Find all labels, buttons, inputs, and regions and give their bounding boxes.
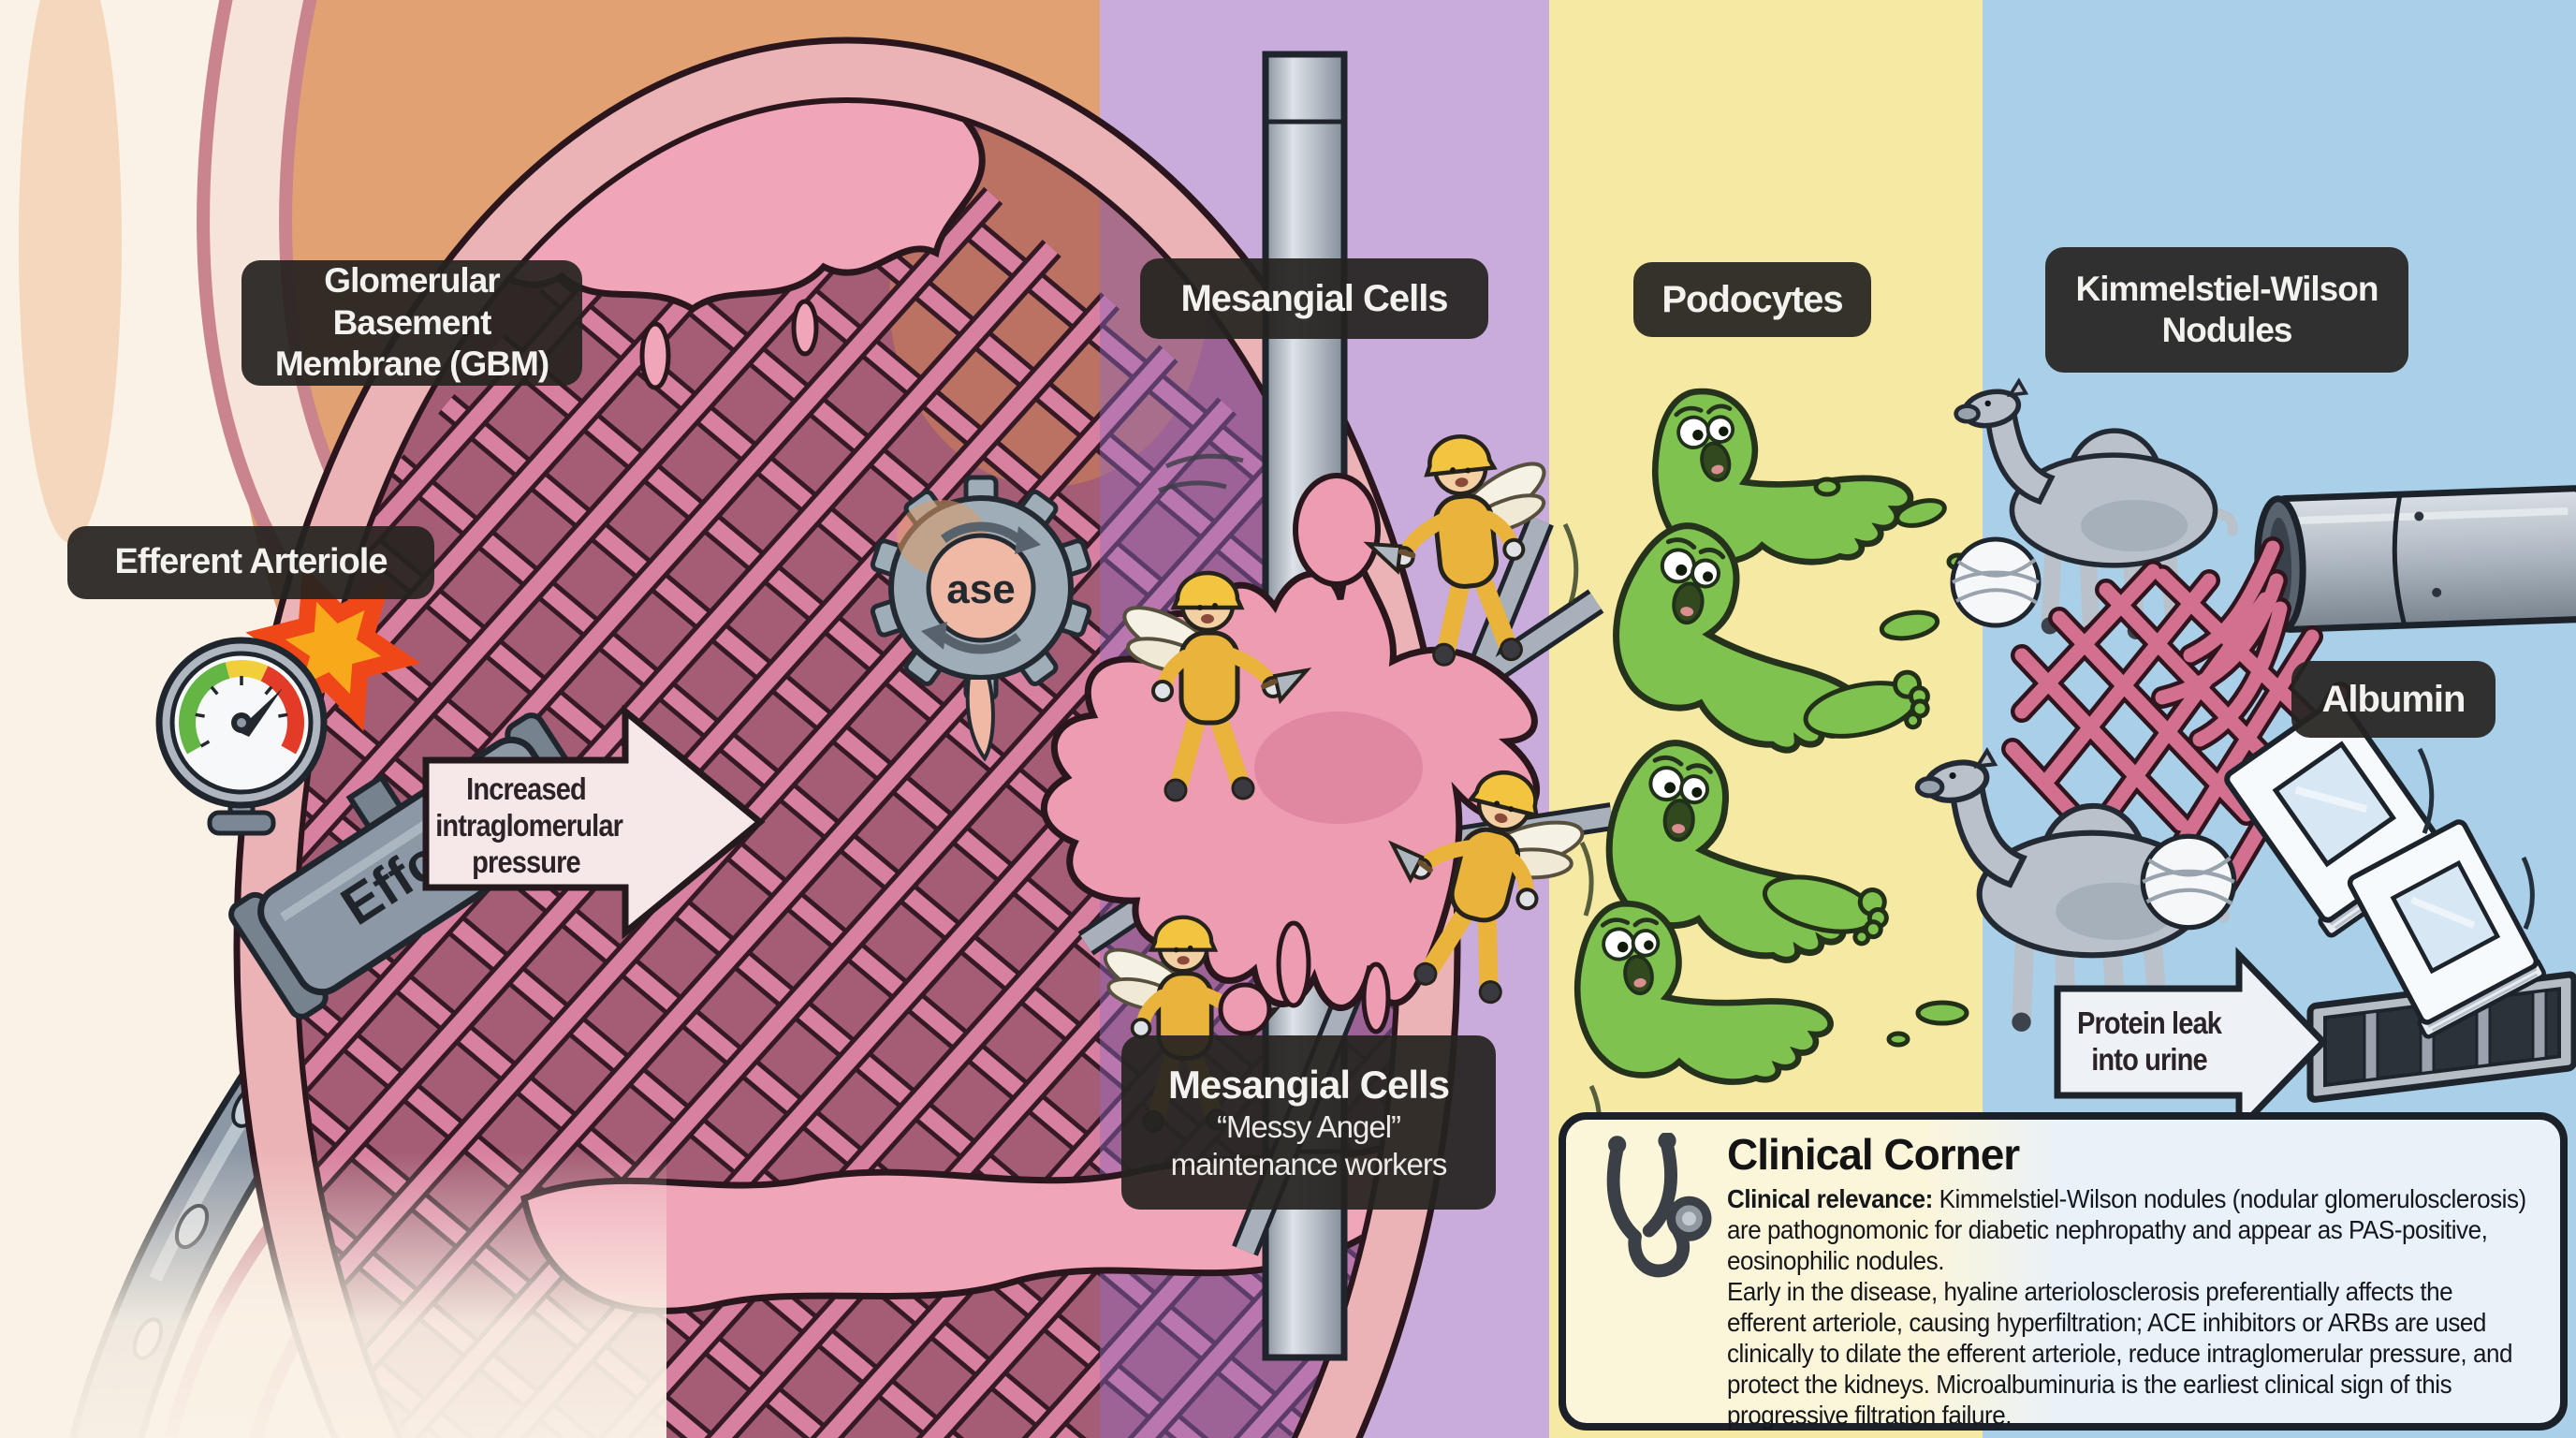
clinical-paragraph-1: Clinical relevance: Kimmelstiel-Wilson n… (1727, 1183, 2528, 1276)
stethoscope-icon (1606, 1133, 1712, 1278)
mesangial-cells-label-bottom: Mesangial Cells “Messy Angel” maintenanc… (1121, 1035, 1496, 1210)
clinical-relevance-text: Kimmelstiel-Wilson nodules (nodular glom… (1727, 1184, 2526, 1275)
efferent-arteriole-label: Efferent Arteriole (67, 526, 434, 599)
kw-label-line1: Kimmelstiel-Wilson (2075, 269, 2379, 308)
pressure-arrow-line3: pressure (472, 844, 581, 879)
urine-drain-grate (2306, 971, 2576, 1103)
albumin-label: Albumin (2291, 661, 2496, 738)
clinical-corner-body: Clinical relevance: Kimmelstiel-Wilson n… (1727, 1183, 2528, 1431)
enzyme-gear-text: ase (946, 566, 1015, 612)
clinical-corner-panel: Clinical Corner Clinical relevance: Kimm… (1559, 1112, 2568, 1431)
mesangial-cells-bottom-title: Mesangial Cells (1167, 1062, 1450, 1107)
pressure-arrow-line1: Increased (466, 771, 587, 806)
pressure-arrow-line2: intraglomerular (435, 807, 623, 843)
pressure-arrow (422, 704, 766, 940)
kw-label-line2: Nodules (2161, 311, 2293, 349)
fade-overlay (0, 1152, 666, 1438)
podocyte-zone (1562, 347, 1970, 1154)
clinical-paragraph-2: Early in the disease, hyaline arteriolos… (1727, 1277, 2513, 1430)
protein-arrow-text: Protein leak into urine (2067, 1005, 2232, 1078)
podocytes-label: Podocytes (1633, 262, 1871, 337)
kw-zone (1917, 381, 2576, 1103)
pink-cloth (1218, 982, 1272, 1036)
mesangial-cells-bottom-sub1: “Messy Angel” (1216, 1108, 1401, 1144)
mesangial-cells-bottom-sub2: maintenance workers (1170, 1147, 1448, 1182)
enzyme-gear: ase (870, 475, 1092, 762)
pressure-gauge (155, 637, 328, 836)
kimmelstiel-wilson-label: Kimmelstiel-Wilson Nodules (2045, 247, 2408, 373)
volleyball-nodule (1953, 539, 2039, 625)
protein-leak-arrow (2054, 946, 2328, 1137)
albumin-label-text: Albumin (2321, 679, 2466, 720)
volleyball-nodule (2143, 836, 2234, 928)
pressure-arrow-text: Increased intraglomerular pressure (435, 771, 623, 881)
clinical-relevance-label: Clinical relevance: (1727, 1184, 1933, 1213)
efferent-arteriole-label-text: Efferent Arteriole (114, 542, 388, 582)
mesangial-cells-top-text: Mesangial Cells (1180, 278, 1448, 319)
gbm-label-line1: Glomerular Basement (324, 261, 500, 342)
mesangial-strand-net (2001, 536, 2351, 910)
podocytes-label-text: Podocytes (1661, 279, 1843, 320)
clinical-corner-title: Clinical Corner (1727, 1130, 2020, 1179)
protein-arrow-line2: into urine (2091, 1041, 2207, 1077)
protein-arrow-line1: Protein leak (2076, 1005, 2222, 1040)
gbm-label-line2: Membrane (GBM) (274, 345, 549, 384)
gbm-label: Glomerular Basement Membrane (GBM) (242, 260, 582, 386)
mesangial-cells-label-top: Mesangial Cells (1140, 258, 1488, 339)
capillary-pipe (2254, 485, 2576, 634)
